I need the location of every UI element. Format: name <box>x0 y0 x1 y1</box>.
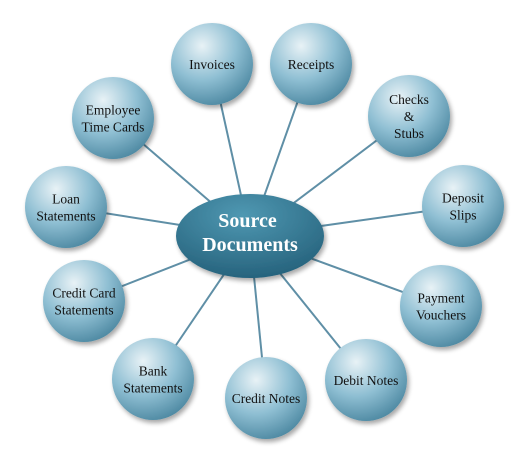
node-receipts: Receipts <box>270 23 352 105</box>
node-label-line: Time Cards <box>82 120 145 135</box>
node-label-line: & <box>404 109 415 124</box>
node-label-line: Vouchers <box>416 308 466 323</box>
center-label: Source Documents <box>202 210 298 256</box>
node-label-receipts: Receipts <box>288 57 335 72</box>
node-circle-receipts <box>270 23 352 105</box>
node-circle-loan-statements <box>25 166 107 248</box>
node-circle-invoices <box>171 23 253 105</box>
node-label-line: Employee <box>86 103 141 118</box>
node-debit-notes: Debit Notes <box>325 339 407 421</box>
node-label-invoices: Invoices <box>189 57 235 72</box>
node-label-line: Payment <box>417 291 464 306</box>
node-circle-employee-time-cards <box>72 77 154 159</box>
node-label-line: Credit Notes <box>232 391 301 406</box>
node-checks-stubs: Checks & Stubs <box>368 75 450 157</box>
node-label-line: Receipts <box>288 57 335 72</box>
node-label-line: Checks <box>389 92 429 107</box>
node-circle-deposit-slips <box>422 165 504 247</box>
node-circle-debit-notes <box>325 339 407 421</box>
node-label-credit-notes: Credit Notes <box>232 391 301 406</box>
node-label-line: Statements <box>36 209 95 224</box>
node-label-line: Bank <box>139 364 168 379</box>
node-label-line: Statements <box>54 303 113 318</box>
center-label-line-1: Source <box>218 210 277 232</box>
node-label-line: Statements <box>123 381 182 396</box>
node-circle-credit-notes <box>225 357 307 439</box>
node-circle-checks-stubs <box>368 75 450 157</box>
center-label-line-2: Documents <box>202 234 298 256</box>
node-circle-credit-card-statements <box>43 260 125 342</box>
center-ellipse <box>176 194 324 278</box>
node-circle-bank-statements <box>112 338 194 420</box>
node-label-line: Credit Card <box>52 286 116 301</box>
node-label-line: Invoices <box>189 57 235 72</box>
node-label-debit-notes: Debit Notes <box>334 373 399 388</box>
node-label-line: Slips <box>449 208 476 223</box>
node-label-line: Deposit <box>442 191 484 206</box>
node-circle-payment-vouchers <box>400 265 482 347</box>
node-credit-notes: Credit Notes <box>225 357 307 439</box>
center-node: Source Documents <box>176 194 324 278</box>
node-label-line: Stubs <box>394 126 424 141</box>
node-label-line: Loan <box>52 192 80 207</box>
node-label-line: Debit Notes <box>334 373 399 388</box>
node-invoices: Invoices <box>171 23 253 105</box>
node-label-checks-stubs: Checks & Stubs <box>389 92 429 141</box>
